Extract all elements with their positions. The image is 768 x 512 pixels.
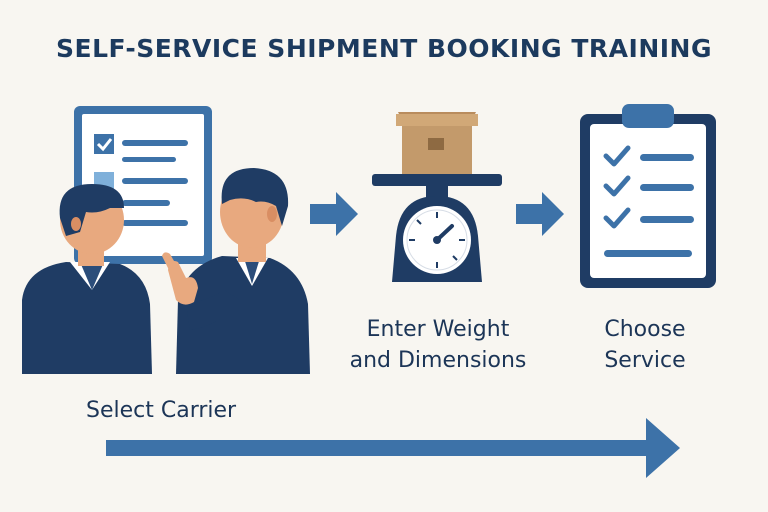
page-title: SELF-SERVICE SHIPMENT BOOKING TRAINING	[56, 34, 712, 63]
person-left-icon	[22, 184, 152, 374]
arrow-right-icon	[516, 192, 564, 236]
scale-with-box-icon	[372, 112, 502, 282]
step-label-select-carrier: Select Carrier	[86, 395, 236, 426]
step-label-enter-weight: Enter Weight and Dimensions	[330, 314, 546, 376]
step-2-line-1: Enter Weight	[366, 317, 510, 342]
step-label-choose-service: Choose Service	[570, 314, 720, 376]
step-1-line-1: Select Carrier	[86, 398, 237, 423]
step-3-line-2: Service	[604, 348, 686, 373]
step-2-line-2: and Dimensions	[349, 348, 527, 373]
arrow-right-icon	[310, 192, 358, 236]
person-right-icon	[162, 168, 310, 374]
step-3-line-1: Choose	[604, 317, 686, 342]
progress-arrow-icon	[106, 418, 680, 478]
clipboard-checklist-icon	[580, 104, 716, 288]
